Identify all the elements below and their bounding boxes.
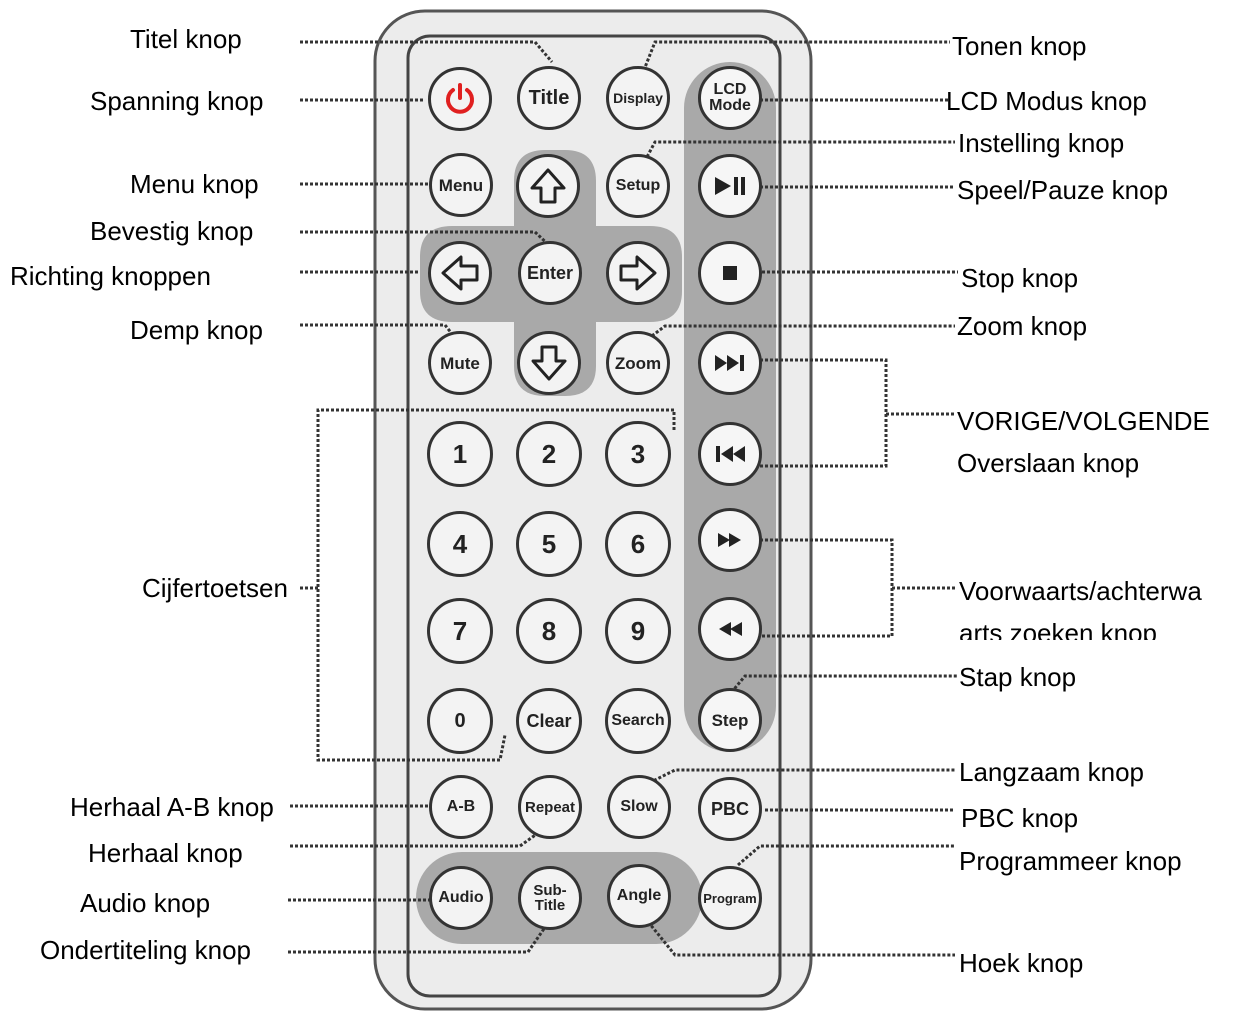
side-button-strip <box>684 62 776 752</box>
lcd-mode-button[interactable]: LCD Mode <box>698 66 762 130</box>
menu-button[interactable]: Menu <box>429 153 493 217</box>
angle-button[interactable]: Angle <box>607 864 671 928</box>
power-icon <box>446 83 474 114</box>
digit-2-button[interactable]: 2 <box>516 421 582 487</box>
label-zoom: Zoom knop <box>957 311 1088 341</box>
rewind-icon <box>719 622 742 636</box>
clear-button[interactable]: Clear <box>516 688 582 754</box>
enter-button[interactable]: Enter <box>518 241 582 305</box>
label-langzaam: Langzaam knop <box>959 757 1145 787</box>
search-button[interactable]: Search <box>605 688 671 754</box>
skip-previous-icon <box>716 446 745 462</box>
label-audio: Audio knop <box>80 888 211 918</box>
digit-0-button[interactable]: 0 <box>427 688 493 754</box>
label-pbc: PBC knop <box>961 803 1079 833</box>
left-button[interactable] <box>428 241 492 305</box>
label-hoek: Hoek knop <box>959 948 1084 978</box>
label-demp: Demp knop <box>130 315 263 345</box>
label-menu: Menu knop <box>130 169 259 199</box>
digit-9-button[interactable]: 9 <box>605 598 671 664</box>
repeat-button[interactable]: Repeat <box>518 775 582 839</box>
label-bevestig: Bevestig knop <box>90 216 254 246</box>
slow-button[interactable]: Slow <box>607 775 671 839</box>
label-herhaal: Herhaal knop <box>88 838 243 868</box>
program-button[interactable]: Program <box>698 866 762 930</box>
next-button[interactable] <box>698 331 762 395</box>
fast-forward-icon <box>718 533 741 547</box>
arrow-down-icon <box>531 345 567 381</box>
right-button[interactable] <box>606 241 670 305</box>
label-cijfertoetsen: Cijfertoetsen <box>142 573 288 603</box>
label-ondertiteling: Ondertiteling knop <box>40 935 252 965</box>
arrow-up-icon <box>530 168 566 204</box>
arrow-right-icon <box>619 255 657 291</box>
label-speel-pauze: Speel/Pauze knop <box>957 175 1169 205</box>
label-spanning: Spanning knop <box>90 86 264 116</box>
stop-icon <box>723 266 737 280</box>
label-stop: Stop knop <box>961 263 1079 293</box>
down-button[interactable] <box>517 331 581 395</box>
mute-button[interactable]: Mute <box>428 331 492 395</box>
label-skip-line-1: VORIGE/VOLGENDE <box>957 406 1210 436</box>
digit-3-button[interactable]: 3 <box>605 421 671 487</box>
title-button[interactable]: Title <box>517 66 581 130</box>
audio-button[interactable]: Audio <box>429 866 493 930</box>
label-search-line-2: arts zoeken knop <box>959 618 1158 640</box>
play-pause-button[interactable] <box>698 154 762 218</box>
label-tonen: Tonen knop <box>952 31 1087 61</box>
label-programmeer: Programmeer knop <box>959 846 1182 876</box>
rewind-button[interactable] <box>698 597 762 661</box>
label-skip-line-2: Overslaan knop <box>957 448 1140 478</box>
a-b-repeat-button[interactable]: A-B <box>429 775 493 839</box>
label-instelling: Instelling knop <box>958 128 1125 158</box>
subtitle-button[interactable]: Sub- Title <box>518 866 582 930</box>
digit-6-button[interactable]: 6 <box>605 511 671 577</box>
stop-button[interactable] <box>698 241 762 305</box>
arrow-left-icon <box>441 255 479 291</box>
label-search-line-1: Voorwaarts/achterwa <box>959 576 1202 606</box>
up-button[interactable] <box>516 154 580 218</box>
play-pause-icon <box>715 177 745 195</box>
zoom-button[interactable]: Zoom <box>606 331 670 395</box>
label-stap: Stap knop <box>959 662 1077 692</box>
setup-button[interactable]: Setup <box>606 154 670 218</box>
display-button[interactable]: Display <box>606 66 670 130</box>
label-lcd-modus: LCD Modus knop <box>946 86 1147 116</box>
previous-button[interactable] <box>698 422 762 486</box>
skip-next-icon <box>715 355 744 371</box>
digit-4-button[interactable]: 4 <box>427 511 493 577</box>
fast-forward-button[interactable] <box>698 508 762 572</box>
digit-5-button[interactable]: 5 <box>516 511 582 577</box>
digit-1-button[interactable]: 1 <box>427 421 493 487</box>
digit-8-button[interactable]: 8 <box>516 598 582 664</box>
label-herhaal-ab: Herhaal A-B knop <box>70 792 274 822</box>
step-button[interactable]: Step <box>698 688 762 752</box>
digit-7-button[interactable]: 7 <box>427 598 493 664</box>
label-titel: Titel knop <box>130 24 242 54</box>
label-richting: Richting knoppen <box>10 261 211 291</box>
power-button[interactable] <box>428 67 492 131</box>
pbc-button[interactable]: PBC <box>698 777 762 841</box>
